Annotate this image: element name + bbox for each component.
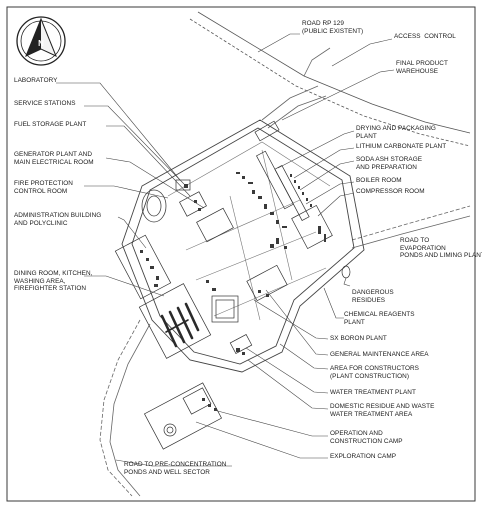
camp-features	[163, 423, 177, 437]
road-rp129	[189, 11, 471, 147]
internal-roads	[167, 141, 331, 321]
label-dangerous-residues: DANGEROUS RESIDUES	[352, 289, 394, 304]
north-arrow-icon: N	[16, 16, 66, 66]
label-area-constructors: AREA FOR CONSTRUCTORS (PLANT CONSTRUCTIO…	[330, 365, 419, 380]
label-lithium-carbonate: LITHIUM CARBONATE PLANT	[356, 143, 447, 150]
label-exploration-camp: EXPLORATION CAMP	[330, 453, 397, 460]
label-dining-room: DINING ROOM, KITCHEN, WASHING AREA, FIRE…	[14, 270, 93, 293]
label-fuel-storage-plant: FUEL STORAGE PLANT	[14, 121, 87, 128]
label-access-control: ACCESS CONTROL	[394, 33, 456, 40]
label-service-stations: SERVICE STATIONS	[14, 100, 76, 107]
building-blocks	[114, 120, 351, 450]
label-boiler-room: BOILER ROOM	[356, 177, 402, 184]
road-preconcentration	[99, 319, 151, 497]
label-road-preconcentration: ROAD TO PRE-CONCENTRATION PONDS AND WELL…	[124, 461, 227, 476]
site-perimeter	[121, 119, 365, 373]
label-operation-camp: OPERATION AND CONSTRUCTION CAMP	[330, 430, 403, 445]
label-sx-boron: SX BORON PLANT	[330, 335, 387, 342]
label-compressor-room: COMPRESSOR ROOM	[356, 188, 425, 195]
label-soda-ash: SODA ASH STORAGE AND PREPARATION	[356, 156, 423, 171]
leader-lines	[56, 33, 395, 467]
left-loop-road	[141, 189, 167, 223]
label-road-rp129: ROAD RP 129 (PUBLIC EXISTENT)	[302, 20, 364, 35]
label-chemical-reagents: CHEMICAL REAGENTS PLANT	[344, 311, 415, 326]
label-general-maintenance: GENERAL MAINTENANCE AREA	[330, 351, 429, 358]
label-generator-plant: GENERATOR PLANT AND MAIN ELECTRICAL ROOM	[14, 151, 94, 166]
label-road-evaporation: ROAD TO EVAPORATION PONDS AND LIMING PLA…	[400, 237, 482, 260]
label-laboratory: LABORATORY	[14, 77, 58, 84]
drawing-border	[6, 6, 476, 502]
dining-area-strips	[160, 302, 200, 348]
label-drying-packaging: DRYING AND PACKAGING PLANT	[356, 125, 436, 140]
label-administration: ADMINISTRATION BUILDING AND POLYCLINIC	[14, 212, 102, 227]
north-arrow-letter: N	[38, 39, 44, 48]
label-final-product-warehouse: FINAL PRODUCT WAREHOUSE	[396, 60, 448, 75]
label-domestic-residue: DOMESTIC RESIDUE AND WASTE WATER TREATME…	[330, 403, 435, 418]
equipment-details	[140, 172, 326, 411]
access-road	[261, 47, 331, 129]
label-water-treatment: WATER TREATMENT PLANT	[330, 389, 416, 396]
label-fire-protection: FIRE PROTECTION CONTROL ROOM	[14, 180, 73, 195]
road-evaporation	[351, 205, 471, 249]
